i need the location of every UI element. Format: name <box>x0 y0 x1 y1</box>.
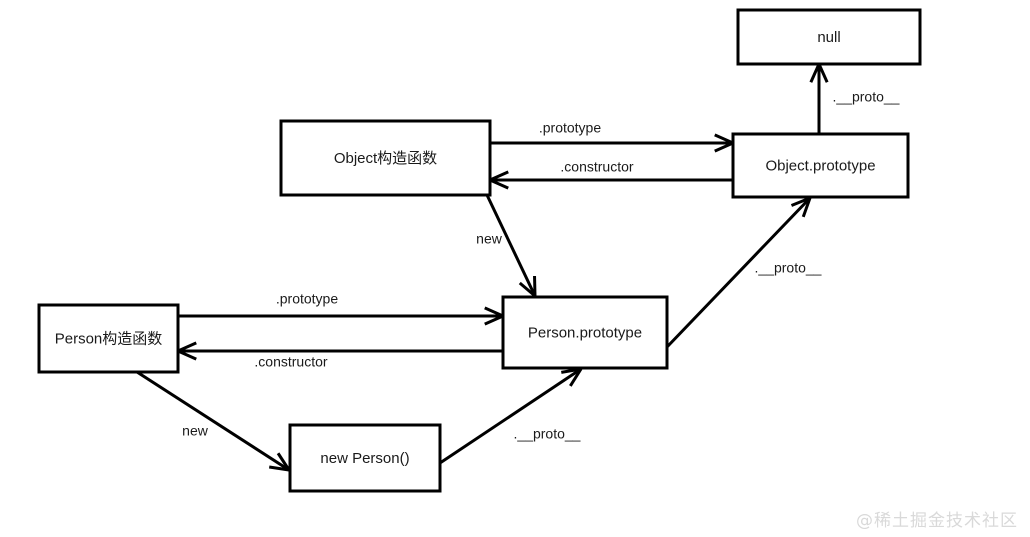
node-new-person[interactable]: new Person() <box>288 423 442 493</box>
edge-label-halo-person-ctor-to-person-proto: .prototype <box>276 291 338 307</box>
node-box-person-constructor <box>37 303 180 374</box>
arrowhead-object-proto-to-null <box>809 63 829 83</box>
arrowhead-person-proto-to-person-ctor <box>177 341 197 361</box>
edge-label-person-ctor-new-instance: new <box>182 423 209 439</box>
arrowhead-person-ctor-to-person-proto <box>484 306 504 326</box>
arrowhead-person-ctor-new-instance <box>269 452 291 472</box>
edge-new-person-to-person-proto <box>439 367 582 465</box>
node-label-person-constructor: Person构造函数 <box>55 330 163 347</box>
node-box-person-prototype <box>501 295 669 370</box>
edge-label-halo-person-proto-to-person-ctor: .constructor <box>254 354 327 370</box>
node-label-null: null <box>817 29 840 46</box>
node-label-person-prototype: Person.prototype <box>528 324 642 341</box>
edge-label-person-proto-to-person-ctor: .constructor <box>254 354 327 370</box>
edge-label-halo-object-ctor-new-person-proto: new <box>476 231 503 247</box>
watermark: @稀土掘金技术社区 <box>856 511 1018 531</box>
node-box-new-person <box>288 423 442 493</box>
edge-labels-layer: .prototype .prototype .constructor .constru… <box>180 86 903 444</box>
edge-person-ctor-new-instance <box>136 370 290 472</box>
node-person-constructor[interactable]: Person构造函数 <box>37 303 180 374</box>
edge-object-ctor-new-person-proto <box>485 194 537 297</box>
node-box-null <box>736 8 922 66</box>
edge-label-object-ctor-to-object-proto: .prototype <box>539 120 601 136</box>
arrowhead-object-ctor-to-object-proto <box>714 133 734 153</box>
node-label-object-prototype: Object.prototype <box>765 157 875 174</box>
edge-label-new-person-to-person-proto: .__proto__ <box>514 426 581 442</box>
node-label-object-constructor: Object构造函数 <box>334 150 437 167</box>
node-null[interactable]: null <box>736 8 922 66</box>
arrowhead-new-person-to-person-proto <box>561 367 583 387</box>
edge-person-proto-to-object-proto <box>665 196 812 349</box>
edge-label-object-proto-to-null: .__proto__ <box>833 89 900 105</box>
node-box-object-constructor <box>279 119 492 197</box>
node-box-object-prototype <box>731 132 910 199</box>
edge-label-person-ctor-to-person-proto: .prototype <box>276 291 338 307</box>
node-person-prototype[interactable]: Person.prototype <box>501 295 669 370</box>
edge-label-halo-person-proto-to-object-proto: .__proto__ <box>755 260 822 276</box>
edge-label-object-proto-to-object-ctor: .constructor <box>560 159 633 175</box>
edge-label-person-proto-to-object-proto: .__proto__ <box>755 260 822 276</box>
edge-label-halo-person-ctor-new-instance: new <box>182 423 209 439</box>
edge-label-halo-new-person-to-person-proto: .__proto__ <box>514 426 581 442</box>
edge-label-object-ctor-new-person-proto: new <box>476 231 503 247</box>
edges-layer <box>136 63 829 472</box>
arrowhead-object-proto-to-object-ctor <box>489 170 509 190</box>
node-label-new-person: new Person() <box>320 450 409 467</box>
node-object-constructor[interactable]: Object构造函数 <box>279 119 492 197</box>
arrowhead-person-proto-to-object-proto <box>790 196 812 218</box>
edge-label-halo-object-proto-to-null: .__proto__ <box>833 89 900 105</box>
edge-label-halo-object-proto-to-object-ctor: .constructor <box>560 159 633 175</box>
node-object-prototype[interactable]: Object.prototype <box>731 132 910 199</box>
arrowhead-object-ctor-new-person-proto <box>518 275 537 298</box>
edge-label-halo-object-ctor-to-object-proto: .prototype <box>539 120 601 136</box>
